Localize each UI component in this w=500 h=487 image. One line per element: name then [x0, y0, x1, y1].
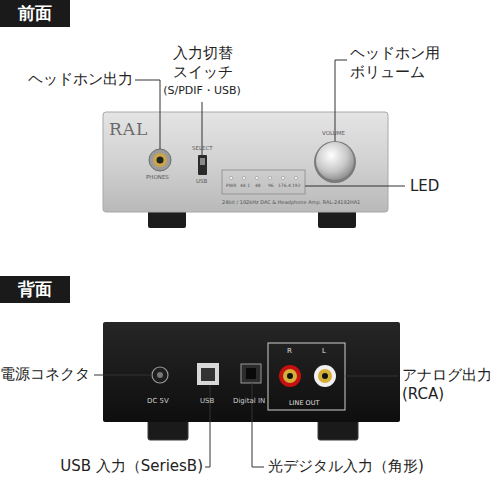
leader-line	[335, 60, 347, 141]
model-marking: 24bit / 192kHz DAC & Headphone Amp. RAL-…	[222, 199, 360, 205]
panel-marking: DC 5V	[147, 397, 169, 406]
callout-note: (S/PDIF・USB)	[152, 84, 252, 98]
volume-knob	[316, 142, 354, 180]
phone-jack	[149, 149, 171, 171]
led-marking: 48	[255, 183, 261, 189]
callout-label: 光デジタル入力（角形)	[268, 457, 424, 476]
section-header: 前面	[0, 0, 70, 27]
led-marking: 96	[268, 183, 274, 189]
callout-label: LED	[410, 177, 439, 196]
rca-hole	[322, 373, 328, 379]
dc-jack	[152, 367, 168, 383]
usb-b-port	[197, 363, 219, 385]
optical-opening	[246, 368, 256, 379]
leader-line	[94, 375, 152, 376]
select-switch	[198, 155, 207, 175]
volume-knob-shadow	[314, 141, 356, 183]
panel-marking: L	[322, 347, 326, 356]
panel-marking: USB	[196, 178, 207, 185]
brand-logo: RAL	[109, 119, 148, 140]
panel-marking: Digital IN	[233, 397, 265, 406]
rca-left	[314, 365, 336, 387]
led	[294, 176, 297, 179]
leader-line	[305, 186, 405, 187]
led-frame	[222, 170, 305, 194]
section-header: 背面	[0, 276, 70, 303]
led	[281, 176, 284, 179]
dc-pin	[157, 372, 163, 378]
callout-label: アナログ出力 (RCA)	[402, 366, 500, 404]
panel-marking: SELECT	[192, 145, 213, 152]
led	[268, 176, 271, 179]
phone-jack-ring	[153, 153, 167, 167]
panel-marking: PHONES	[146, 174, 169, 181]
phone-jack-hole	[157, 157, 164, 164]
switch-lever	[200, 158, 205, 165]
callout-label: ヘッドホン出力	[28, 70, 133, 89]
front-panel	[103, 112, 388, 212]
led-marking: 176.4	[278, 183, 291, 189]
usb-b-opening	[201, 368, 215, 381]
rca-ring	[283, 369, 297, 383]
foot	[318, 210, 356, 228]
foot	[318, 420, 358, 440]
panel-marking: R	[287, 347, 292, 356]
led-marking: 192	[292, 183, 301, 189]
callout-label: ヘッドホン用 ボリューム	[350, 44, 450, 82]
leader-line	[252, 383, 264, 467]
callout-label: USB 入力（SeriesB)	[50, 457, 203, 476]
led	[242, 176, 245, 179]
led-marking: PWR	[226, 183, 236, 189]
section-title: 背面	[18, 278, 52, 301]
led-marking: 44.1	[240, 183, 250, 189]
rca-hole	[287, 373, 293, 379]
panel-marking: VOLUME	[322, 130, 345, 137]
led	[229, 176, 232, 179]
foot	[148, 420, 188, 440]
section-title: 前面	[18, 2, 52, 25]
optical-port	[241, 364, 261, 383]
callout-label: 電源コネクタ	[0, 365, 90, 384]
foot	[148, 210, 186, 228]
rca-right	[279, 365, 301, 387]
line-out-frame	[268, 343, 345, 410]
panel-marking: USB	[200, 397, 214, 406]
callout-label: 入力切替 スイッチ	[165, 44, 241, 82]
led	[255, 176, 258, 179]
rca-ring	[318, 369, 332, 383]
leader-line	[345, 376, 398, 377]
panel-marking: LINE OUT	[289, 399, 319, 407]
